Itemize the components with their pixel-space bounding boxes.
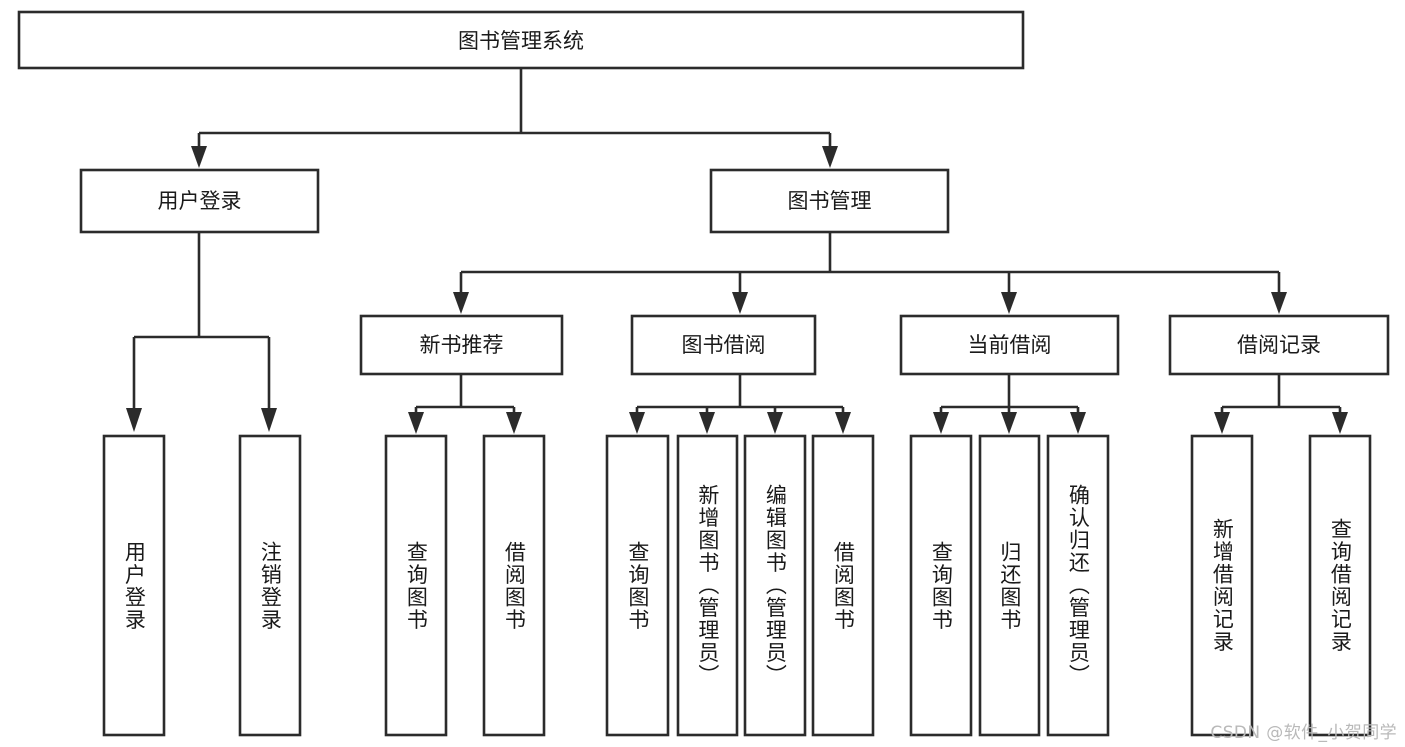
arrow-head-leaf-user-login [126, 408, 142, 432]
node-leaf-query-book-3-box[interactable] [909, 434, 973, 737]
node-book-management[interactable]: 图书管理 [709, 168, 950, 234]
arrow-head-leaf-edit-book [767, 412, 783, 434]
arrow-head-book-borrow [732, 292, 748, 314]
arrow-head-leaf-query-record [1332, 412, 1348, 434]
arrow-head-leaf-borrow-book-1 [506, 412, 522, 434]
node-leaf-query-book-1-box[interactable] [384, 434, 448, 737]
connector-group-root [191, 68, 838, 168]
connector-group-new-book-recommend [408, 374, 522, 434]
connector-group-borrow-record [1214, 374, 1348, 434]
node-leaf-user-login-box[interactable] [102, 434, 166, 737]
node-book-management-label: 图书管理 [788, 189, 872, 213]
node-leaf-edit-book-box[interactable] [743, 434, 807, 737]
node-user-login-box[interactable] [79, 168, 320, 234]
arrow-head-new-book-recommend [453, 292, 469, 314]
connector-group-book-borrow [629, 374, 851, 434]
node-borrow-record-box[interactable] [1168, 314, 1390, 376]
node-leaf-query-book-2-box[interactable] [605, 434, 670, 737]
arrow-head-leaf-confirm-return [1070, 412, 1086, 434]
node-book-borrow-label: 图书借阅 [682, 333, 766, 357]
node-new-book-recommend-label: 新书推荐 [420, 333, 504, 357]
node-leaf-return-book-box[interactable] [978, 434, 1041, 737]
arrow-head-leaf-query-book-1 [408, 412, 424, 434]
node-root[interactable]: 图书管理系统 [17, 10, 1025, 70]
node-current-borrow-label: 当前借阅 [968, 333, 1052, 357]
node-leaf-query-record-box[interactable] [1308, 434, 1372, 737]
connector-group-book-management [453, 232, 1287, 314]
node-book-borrow[interactable]: 图书借阅 [630, 314, 817, 376]
node-user-login-label: 用户登录 [158, 189, 242, 213]
node-book-management-box[interactable] [709, 168, 950, 234]
node-leaf-user-logout-box[interactable] [238, 434, 302, 737]
node-current-borrow-box[interactable] [899, 314, 1120, 376]
arrow-head-leaf-return-book [1001, 412, 1017, 434]
node-user-login[interactable]: 用户登录 [79, 168, 320, 234]
arrow-head-leaf-add-book [699, 412, 715, 434]
node-borrow-record-label: 借阅记录 [1237, 333, 1321, 357]
arrow-head-borrow-record [1271, 292, 1287, 314]
node-borrow-record[interactable]: 借阅记录 [1168, 314, 1390, 376]
node-new-book-recommend-box[interactable] [359, 314, 564, 376]
arrow-head-user-login [191, 146, 207, 168]
watermark-text: CSDN @软件_小贺同学 [1210, 723, 1397, 743]
node-leaf-borrow-book-2-box[interactable] [811, 434, 875, 737]
node-leaf-add-record-box[interactable] [1190, 434, 1254, 737]
node-leaf-add-book-box[interactable] [676, 434, 739, 737]
arrow-head-book-management [822, 146, 838, 168]
arrow-head-current-borrow [1001, 292, 1017, 314]
arrow-head-leaf-query-book-3 [933, 412, 949, 434]
arrow-head-leaf-borrow-book-2 [835, 412, 851, 434]
arrow-head-leaf-query-book-2 [629, 412, 645, 434]
node-leaf-borrow-book-1-box[interactable] [482, 434, 546, 737]
arrow-head-leaf-add-record [1214, 412, 1230, 434]
node-book-borrow-box[interactable] [630, 314, 817, 376]
connector-group-user-login [126, 232, 277, 432]
arrow-head-leaf-user-logout [261, 408, 277, 432]
node-leaf-confirm-return-box[interactable] [1046, 434, 1110, 737]
node-root-box[interactable] [17, 10, 1025, 70]
connector-group-current-borrow [933, 374, 1086, 434]
node-new-book-recommend[interactable]: 新书推荐 [359, 314, 564, 376]
node-root-label: 图书管理系统 [458, 29, 584, 53]
node-current-borrow[interactable]: 当前借阅 [899, 314, 1120, 376]
